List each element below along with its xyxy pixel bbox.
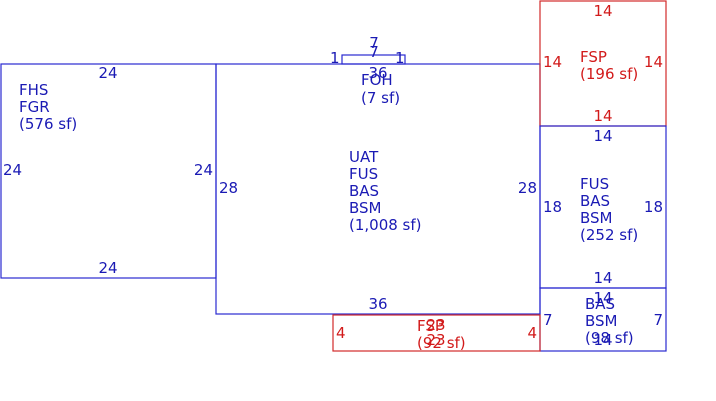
dim-main-bottom: 36 <box>368 295 387 313</box>
bas-bottom-line-2: BSM <box>585 312 618 330</box>
dim-foh-left: 1 <box>330 49 340 67</box>
bas-bottom-area-label: BAS BSM (98 sf) <box>585 295 634 347</box>
dim-main-top: 36 <box>368 64 387 82</box>
fus-right-line-2: BAS <box>580 192 610 210</box>
dim-fus-left: 18 <box>543 198 562 216</box>
main-area-label: UAT FUS BAS BSM (1,008 sf) <box>349 148 422 234</box>
dim-fspb-bottom: 23 <box>426 331 445 349</box>
fus-right-line-1: FUS <box>580 175 609 193</box>
dim-fhs-left: 24 <box>3 161 22 179</box>
dim-bas-left: 7 <box>543 311 553 329</box>
dim-fus-top: 14 <box>593 127 612 145</box>
foh-line-1: FOH <box>361 71 393 89</box>
main-line-4: BSM <box>349 199 382 217</box>
fhs-line-3: (576 sf) <box>19 115 77 133</box>
fsp-top-line-2: (196 sf) <box>580 65 638 83</box>
dim-main-left: 28 <box>219 179 238 197</box>
dim-foh-top-a: 7 <box>369 34 379 52</box>
dim-foh-top-b: 7 <box>369 43 379 61</box>
fsp-bottom-outline <box>332 314 541 352</box>
fsp-top-line-1: FSP <box>580 48 607 66</box>
foh-area-label: FOH (7 sf) <box>361 71 400 107</box>
fsp-bottom-area-label: FSP (92 sf) <box>417 317 466 352</box>
foh-line-2: (7 sf) <box>361 89 400 107</box>
dim-fsp-top-left: 14 <box>543 53 562 71</box>
dim-bas-bottom: 14 <box>593 331 612 349</box>
dim-fsp-top-right: 14 <box>644 53 663 71</box>
fsp-bottom-line-1: FSP <box>417 317 444 335</box>
dim-fspb-left: 4 <box>336 324 346 342</box>
main-line-3: BAS <box>349 182 379 200</box>
dimension-labels: 24 24 24 24 28 28 36 36 7 7 1 1 14 14 14… <box>3 2 663 349</box>
dim-fsp-top-bottom: 14 <box>593 107 612 125</box>
bas-bottom-line-3: (98 sf) <box>585 329 634 347</box>
fhs-line-1: FHS <box>19 81 48 99</box>
foh-outline <box>341 54 406 65</box>
dim-fspb-right: 4 <box>527 324 537 342</box>
dim-fhs-bottom: 24 <box>98 259 117 277</box>
dim-fus-bottom: 14 <box>593 269 612 287</box>
dim-bas-top: 14 <box>593 289 612 307</box>
fus-right-line-4: (252 sf) <box>580 226 638 244</box>
fsp-top-area-label: FSP (196 sf) <box>580 48 638 83</box>
main-line-2: FUS <box>349 165 378 183</box>
fus-right-line-3: BSM <box>580 209 613 227</box>
dim-main-right: 28 <box>518 179 537 197</box>
fsp-bottom-line-2: (92 sf) <box>417 334 466 352</box>
dim-fhs-top: 24 <box>98 64 117 82</box>
dim-foh-right: 1 <box>395 49 405 67</box>
dim-fsp-top-top: 14 <box>593 2 612 20</box>
main-line-1: UAT <box>349 148 379 166</box>
fus-right-area-label: FUS BAS BSM (252 sf) <box>580 175 638 244</box>
dim-bas-right: 7 <box>653 311 663 329</box>
main-line-5: (1,008 sf) <box>349 216 422 234</box>
dim-fhs-right: 24 <box>194 161 213 179</box>
bas-bottom-line-1: BAS <box>585 295 615 313</box>
fhs-area-label: FHS FGR (576 sf) <box>19 81 77 133</box>
dim-fus-right: 18 <box>644 198 663 216</box>
dim-fspb-top: 23 <box>426 316 445 334</box>
fhs-line-2: FGR <box>19 98 50 116</box>
